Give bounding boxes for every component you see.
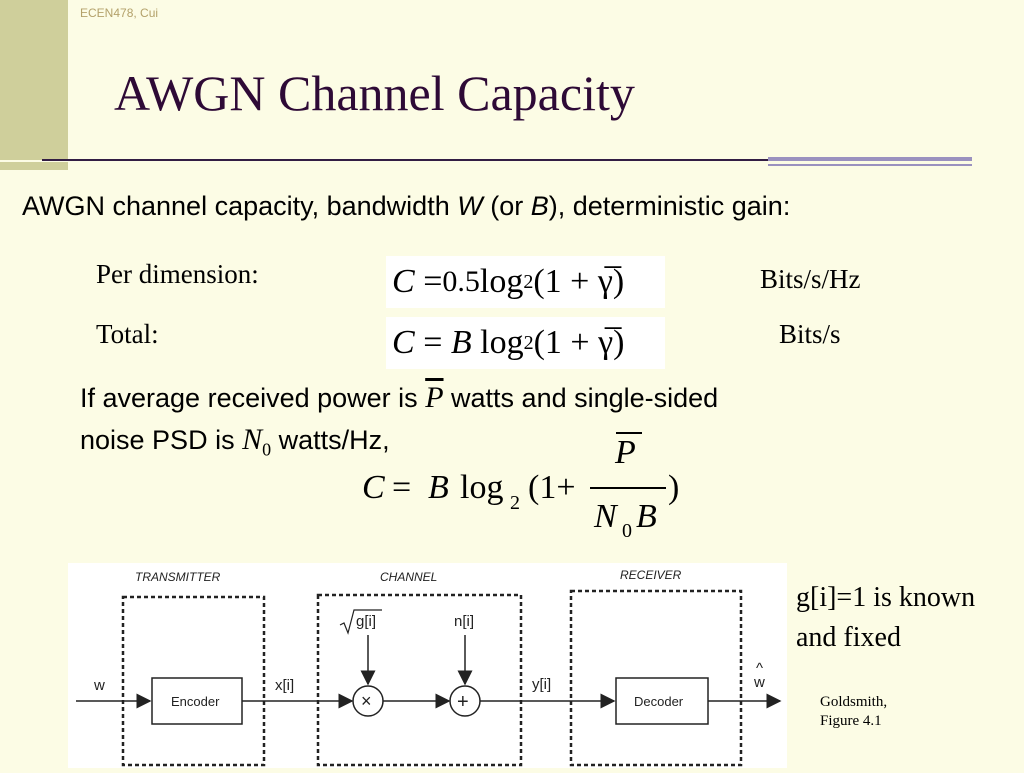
eq-denominator-sub: 0 [622, 520, 632, 542]
eq-log: log [460, 469, 504, 506]
transmitter-box [121, 595, 266, 767]
eq-numerator-bar [616, 432, 642, 434]
formula-eq: = [423, 324, 443, 361]
power-symbol: P [425, 381, 444, 414]
paragraph-text: watts and single-sided [451, 383, 719, 413]
left-accent-stripe [0, 162, 68, 170]
title-rule-accent-thick [768, 157, 972, 161]
figure-citation: Goldsmith, Figure 4.1 [820, 693, 930, 731]
eq-open: (1+ [528, 469, 576, 506]
title-rule-accent-thin [768, 164, 972, 166]
tx-signal-label: x[i] [275, 677, 294, 694]
formula-c: C [392, 263, 415, 300]
paragraph-text: noise PSD is [80, 425, 243, 455]
output-label: w [753, 674, 765, 691]
transmitter-label: TRANSMITTER [135, 570, 221, 584]
add-symbol: + [457, 691, 469, 713]
eq-equals: = [392, 469, 412, 506]
power-paragraph: If average received power is P watts and… [80, 377, 920, 470]
gain-note: g[i]=1 is known and fixed [796, 578, 1024, 658]
note-line-1: g[i]=1 is known [796, 582, 976, 613]
intro-part1: AWGN channel capacity, bandwidth [22, 191, 458, 221]
paragraph-text: watts/Hz, [278, 425, 390, 455]
intro-var-b: B [530, 191, 549, 221]
multiply-symbol: × [361, 691, 372, 711]
formula-c: C [392, 324, 415, 361]
title-rule [42, 159, 777, 161]
formula-log-base: 2 [523, 270, 534, 293]
input-label: w [93, 677, 105, 694]
citation-line-1: Goldsmith, [820, 694, 888, 710]
noise-symbol-sub: 0 [262, 439, 272, 460]
receiver-box [569, 589, 743, 767]
formula-coef: B [450, 324, 472, 361]
eq-denominator-n: N [594, 498, 617, 535]
formula-log-base: 2 [523, 331, 534, 354]
system-block-diagram: TRANSMITTER CHANNEL RECEIVER w Encoder x… [68, 563, 787, 768]
intro-part2: (or [482, 191, 531, 221]
paragraph-line-2: noise PSD is N0 watts/Hz, [80, 419, 920, 470]
intro-var-w: W [457, 191, 483, 221]
encoder-label: Encoder [171, 694, 220, 709]
intro-part3: ), deterministic gain: [548, 191, 791, 221]
rx-signal-label: y[i] [532, 676, 551, 693]
header-note: ECEN478, Cui [80, 6, 159, 20]
per-dimension-label: Per dimension: [96, 259, 259, 289]
formula-log: log [479, 263, 524, 300]
eq-b: B [428, 469, 449, 506]
note-line-2: and fixed [796, 622, 901, 653]
total-label: Total: [96, 319, 159, 349]
eq-denominator-b: B [636, 498, 657, 535]
capacity-equation: C = B log 2 (1+ P N 0 B ) [362, 430, 692, 545]
fraction-bar [590, 487, 666, 489]
formula-arg: (1 + γ̅) [533, 263, 625, 300]
formula-coef: 0.5 [442, 265, 480, 298]
slide-title: AWGN Channel Capacity [114, 65, 635, 121]
eq-close: ) [668, 469, 680, 506]
noise-label: n[i] [454, 613, 474, 630]
receiver-label: RECEIVER [620, 568, 682, 582]
channel-label: CHANNEL [380, 570, 437, 584]
gain-label: g[i] [356, 613, 376, 630]
decoder-label: Decoder [634, 694, 684, 709]
intro-text: AWGN channel capacity, bandwidth W (or B… [22, 191, 790, 222]
eq-numerator: P [615, 434, 636, 471]
paragraph-text: If average received power is [80, 383, 426, 413]
output-hat: ^ [756, 660, 763, 677]
noise-symbol: N [242, 423, 263, 456]
eq-c: C [362, 469, 385, 506]
formula-arg: (1 + γ̅) [533, 324, 625, 361]
diagram-svg: TRANSMITTER CHANNEL RECEIVER w Encoder x… [76, 568, 782, 767]
encoder-block [151, 677, 243, 725]
formula-eq: = [423, 263, 443, 300]
eq-log-base: 2 [510, 492, 520, 514]
sqrt-icon [339, 609, 382, 635]
per-dimension-unit: Bits/s/Hz [760, 264, 861, 294]
left-accent-bar [0, 0, 68, 160]
paragraph-line-1: If average received power is P watts and… [80, 377, 920, 419]
channel-box [316, 593, 523, 767]
total-unit: Bits/s [779, 319, 841, 349]
citation-line-2: Figure 4.1 [820, 713, 882, 729]
formula-log: log [480, 324, 524, 361]
